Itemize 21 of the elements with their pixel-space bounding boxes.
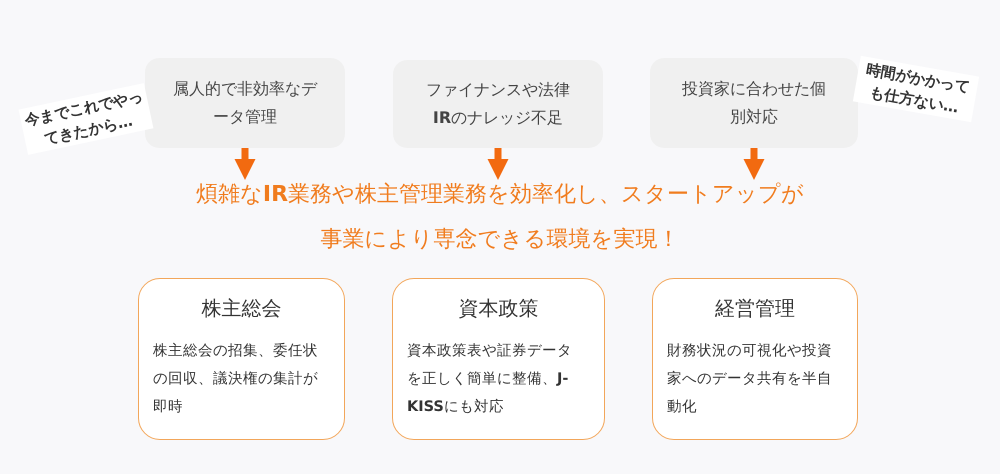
card-title: 経営管理: [714, 295, 796, 322]
problem-text: 投資家に合わせた個別対応: [681, 78, 827, 128]
handwritten-note: 時間がかかっても仕方ない…: [852, 56, 980, 122]
arrow: [488, 148, 508, 180]
problem-text: ファイナンスや法律IRのナレッジ不足: [425, 79, 571, 129]
problem-box: [145, 58, 345, 148]
feature-card: [392, 278, 605, 440]
card-description: 財務状況の可視化や投資家へのデータ共有を半自動化: [667, 342, 832, 417]
feature-card: [652, 278, 858, 440]
card-title: 株主総会: [200, 295, 282, 322]
feature-card: [138, 278, 345, 440]
arrow: [744, 148, 764, 180]
problem-text: 属人的で非効率なデータ管理: [172, 78, 318, 128]
card-description: 株主総会の招集、委任状の回収、議決権の集計が即時: [153, 342, 318, 417]
message-text: 煩雑なIR業務や株主管理業務を効率化し、スタートアップが事業により専念できる環境を実現！: [194, 181, 806, 254]
card-description: 資本政策表や証券データを正しく簡単に整備、J-KISSにも対応: [407, 342, 572, 417]
problem-box: [650, 58, 858, 148]
handwritten-note: 今までこれでやってきたから…: [18, 83, 154, 155]
card-title: 資本政策: [458, 295, 540, 322]
arrow: [234, 148, 256, 180]
problem-box: [393, 60, 603, 148]
